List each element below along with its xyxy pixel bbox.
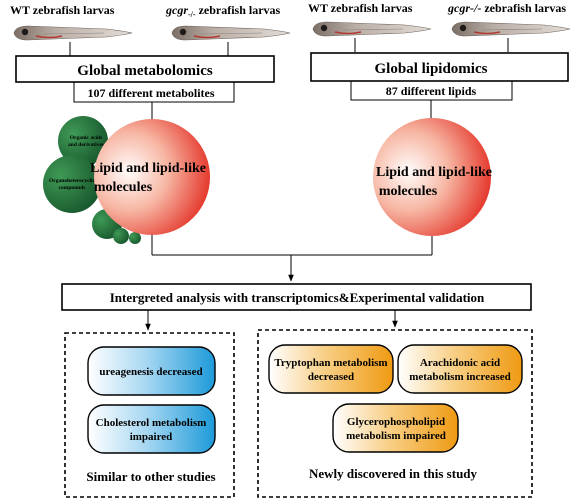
bubble-lipid-lipidomics: [373, 118, 491, 236]
right-findings-panel: [257, 329, 533, 498]
left-findings-panel: [64, 332, 235, 498]
right-panel-caption: Newly discovered in this study: [309, 466, 478, 481]
larva-label-wt-1: WT zebrafish larvas: [10, 3, 115, 17]
bubble-organoheterocyclic: [43, 155, 101, 213]
zebrafish-larva-image-4: [451, 21, 571, 37]
merge-connector: [151, 235, 433, 256]
lipidomics-subtitle: 87 different lipids: [386, 84, 477, 98]
metabolomics-bracket: [73, 82, 235, 103]
integrated-analysis-label: Intergreted analysis with transcriptomic…: [110, 290, 485, 305]
left-panel-caption: Similar to other studies: [86, 469, 215, 484]
lipidomics-box: [310, 52, 569, 82]
pill-cholesterol: [87, 404, 216, 454]
bubble-organic-acids: [58, 116, 108, 166]
pill-ureagenesis-label: ureagenesis decreased: [99, 366, 202, 378]
metabolomics-title: Global metabolomics: [77, 63, 213, 79]
lipidomics-title: Global lipidomics: [375, 61, 488, 77]
zebrafish-larva-image-1: [13, 25, 133, 41]
zebrafish-larva-image-2: [171, 25, 291, 41]
metabolomics-subtitle: 107 different metabolites: [87, 86, 214, 100]
bubble-small-2: [113, 228, 129, 244]
larva-label-wt-2: WT zebrafish larvas: [308, 1, 413, 15]
larva-label-gcgr-1: gcgr-/- zebrafish larvas: [165, 3, 281, 19]
metabolomics-box: [15, 55, 275, 83]
bubble-lipid-metabolomics: [94, 119, 210, 235]
pill-ureagenesis: [87, 346, 216, 396]
larva-connectors: [69, 38, 509, 56]
integrated-analysis-box: [61, 283, 532, 311]
larva-label-gcgr-2: gcgr-/- zebrafish larvas: [447, 1, 566, 15]
pill-glycerophospholipid: [332, 403, 459, 453]
pill-arachidonic: [397, 344, 523, 394]
zebrafish-larva-image-3: [312, 21, 432, 37]
bubble-small-3: [129, 232, 141, 244]
pill-tryptophan: [268, 344, 394, 394]
